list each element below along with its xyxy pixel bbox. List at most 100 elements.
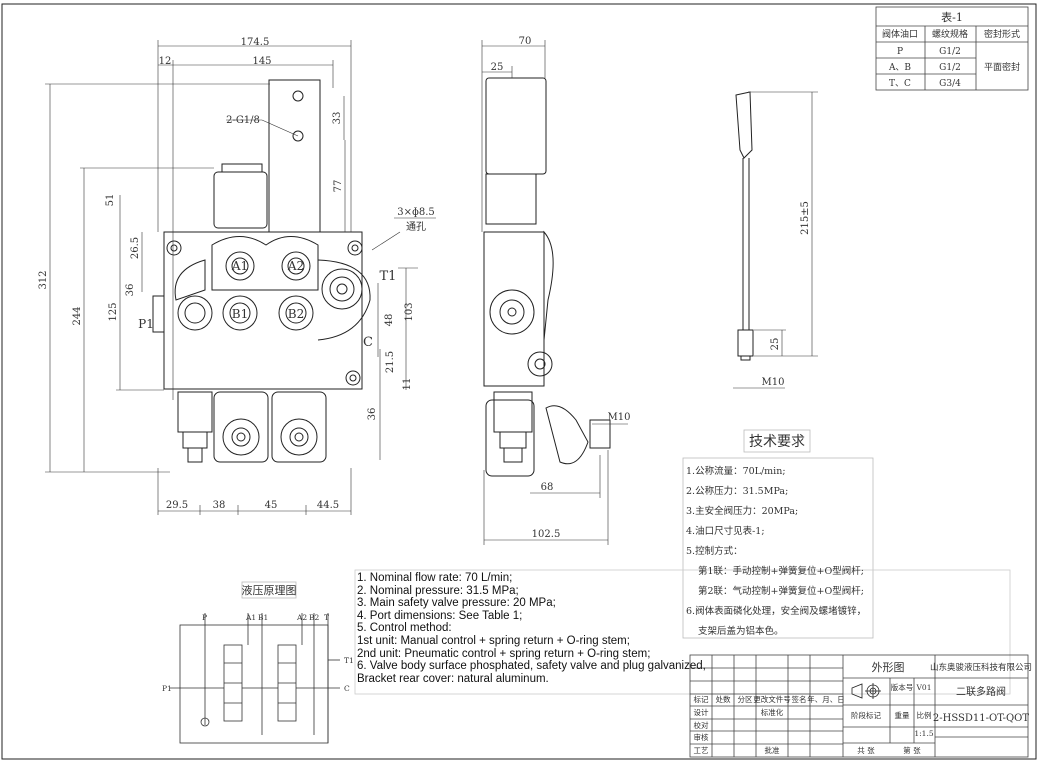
lever-dim-215: 215±5: [800, 201, 811, 235]
dim-244: 244: [72, 306, 83, 325]
table-1-title: 表-1: [941, 10, 963, 24]
tech-req-line: 1.公称流量：70L/min;: [686, 466, 786, 477]
title-view-label: 外形图: [872, 661, 905, 674]
dim-36-right: 36: [367, 408, 378, 421]
dim-26-5: 26.5: [130, 237, 141, 259]
tech-req-frame: [354, 429, 1011, 695]
dim-11: 11: [402, 378, 413, 391]
side-dim-68: 68: [541, 482, 554, 493]
hydraulic-schematic: [170, 581, 340, 744]
rev-header-count: 处数: [716, 694, 731, 704]
side-dim-70: 70: [519, 36, 532, 47]
dim-51: 51: [105, 194, 116, 207]
schematic-label-t1: T1: [344, 656, 354, 665]
title-sheet-no: 第 张: [903, 745, 921, 755]
table-1-thread-ab: G1/2: [939, 63, 961, 73]
title-sheets: 共 张: [857, 746, 875, 755]
lever-m10: M10: [762, 377, 785, 388]
dim-77: 77: [333, 180, 344, 193]
dim-12: 12: [159, 56, 172, 67]
title-product: 二联多路阀: [956, 685, 1006, 698]
table-1-header-seal: 密封形式: [984, 28, 1020, 40]
english-note-line: 1. Nominal flow rate: 70 L/min;: [357, 572, 513, 584]
role-review: 审核: [694, 732, 709, 742]
title-scale-label: 比例: [917, 710, 932, 720]
tech-req-line: 6.阀体表面磷化处理，安全阀及螺堵镀锌，: [686, 606, 867, 617]
table-1-port-ab: A、B: [888, 63, 911, 73]
view-symbol-icon: [851, 683, 881, 699]
dim-36-left: 36: [125, 284, 136, 297]
tech-req-line: 4.油口尺寸见表-1;: [686, 526, 765, 537]
tech-req-list: 1.公称流量：70L/min; 2.公称压力：31.5MPa; 3.主安全阀压力…: [686, 462, 871, 642]
title-version-value: V01: [916, 683, 932, 692]
schematic-label-a2: A2: [296, 613, 307, 622]
tech-req-line: 2.公称压力：31.5MPa;: [686, 486, 789, 497]
schematic-label-p: P: [202, 613, 207, 622]
title-stage-label: 阶段标记: [851, 710, 881, 720]
table-1-header-thread: 螺纹规格: [932, 28, 968, 40]
callout-g1-8: 2-G1/8: [226, 115, 260, 126]
port-b2: B2: [288, 307, 304, 321]
title-block: [689, 654, 1029, 758]
role-process: 工艺: [694, 746, 709, 755]
rev-header-date: 年、月、日: [807, 694, 845, 704]
english-note-line: Bracket rear cover: natural aluminum.: [357, 672, 549, 685]
dim-174-5: 174.5: [241, 37, 270, 48]
role-check: 校对: [694, 720, 709, 730]
dim-48: 48: [384, 314, 395, 327]
side-m10: M10: [608, 412, 631, 423]
port-c: C: [363, 335, 373, 350]
table-1: [875, 6, 1029, 91]
tech-req-line: 第2联：气动控制+弹簧复位+O型阀杆;: [698, 586, 864, 597]
rev-header-file: 更改文件号: [753, 694, 791, 704]
dim-21-5: 21.5: [385, 351, 396, 373]
dim-103: 103: [404, 302, 415, 321]
title-company: 山东奥骏液压科技有限公司: [930, 662, 1032, 673]
port-b1: B1: [232, 307, 248, 321]
callout-holes-sub: 通孔: [406, 221, 426, 233]
side-view: [481, 40, 628, 545]
title-weight-label: 重量: [895, 711, 910, 720]
english-note-line: 5. Control method:: [357, 622, 452, 635]
port-t1: T1: [380, 269, 397, 284]
dim-44-5: 44.5: [317, 500, 339, 511]
tech-req-title: 技术要求: [749, 434, 805, 450]
dim-38: 38: [213, 500, 226, 511]
side-dim-102-5: 102.5: [532, 529, 561, 540]
dim-29-5: 29.5: [166, 500, 188, 511]
english-note-line: 4. Port dimensions: See Table 1;: [357, 609, 523, 622]
english-note-line: 1st unit: Manual control + spring return…: [357, 634, 630, 647]
title-code: 2-HSSD11-OT-QOT: [933, 713, 1029, 724]
lever-view: [733, 91, 818, 389]
schematic-label-a1: A1: [245, 613, 256, 622]
port-p1: P1: [138, 317, 154, 331]
schematic-title: 液压原理图: [242, 583, 297, 597]
schematic-label-b1: B1: [258, 613, 268, 622]
tech-req-line: 5.控制方式：: [686, 546, 743, 557]
sheet-frame: [1, 3, 1037, 760]
title-scale: 1:1.5: [914, 729, 933, 738]
dim-145: 145: [252, 56, 271, 67]
rev-header-sign: 签名: [792, 694, 807, 704]
title-version-label: 版本号: [891, 682, 914, 692]
table-1-port-tc: T、C: [889, 79, 911, 89]
role-design: 设计: [694, 707, 709, 717]
table-1-seal: 平面密封: [984, 61, 1020, 73]
port-a2: A2: [287, 259, 304, 273]
table-1-thread-tc: G3/4: [939, 79, 961, 89]
rev-header-mark: 标记: [694, 694, 709, 704]
tech-req-line: 支架后盖为铝本色。: [698, 626, 784, 637]
dim-45: 45: [265, 500, 278, 511]
schematic-label-c: C: [344, 684, 350, 693]
dim-125: 125: [108, 302, 119, 321]
tech-req-line: 第1联：手动控制+弹簧复位+O型阀杆;: [698, 566, 864, 577]
title-approve-label: 批准: [765, 745, 780, 755]
schematic-label-b2: B2: [309, 613, 320, 622]
english-notes: 1. Nominal flow rate: 70 L/min; 2. Nomin…: [357, 572, 1017, 685]
schematic-label-t: T: [324, 613, 329, 622]
schematic-label-p1: P1: [162, 684, 172, 693]
port-a1: A1: [231, 259, 248, 273]
dim-312: 312: [38, 270, 49, 289]
rev-header-zone: 分区: [738, 695, 753, 704]
